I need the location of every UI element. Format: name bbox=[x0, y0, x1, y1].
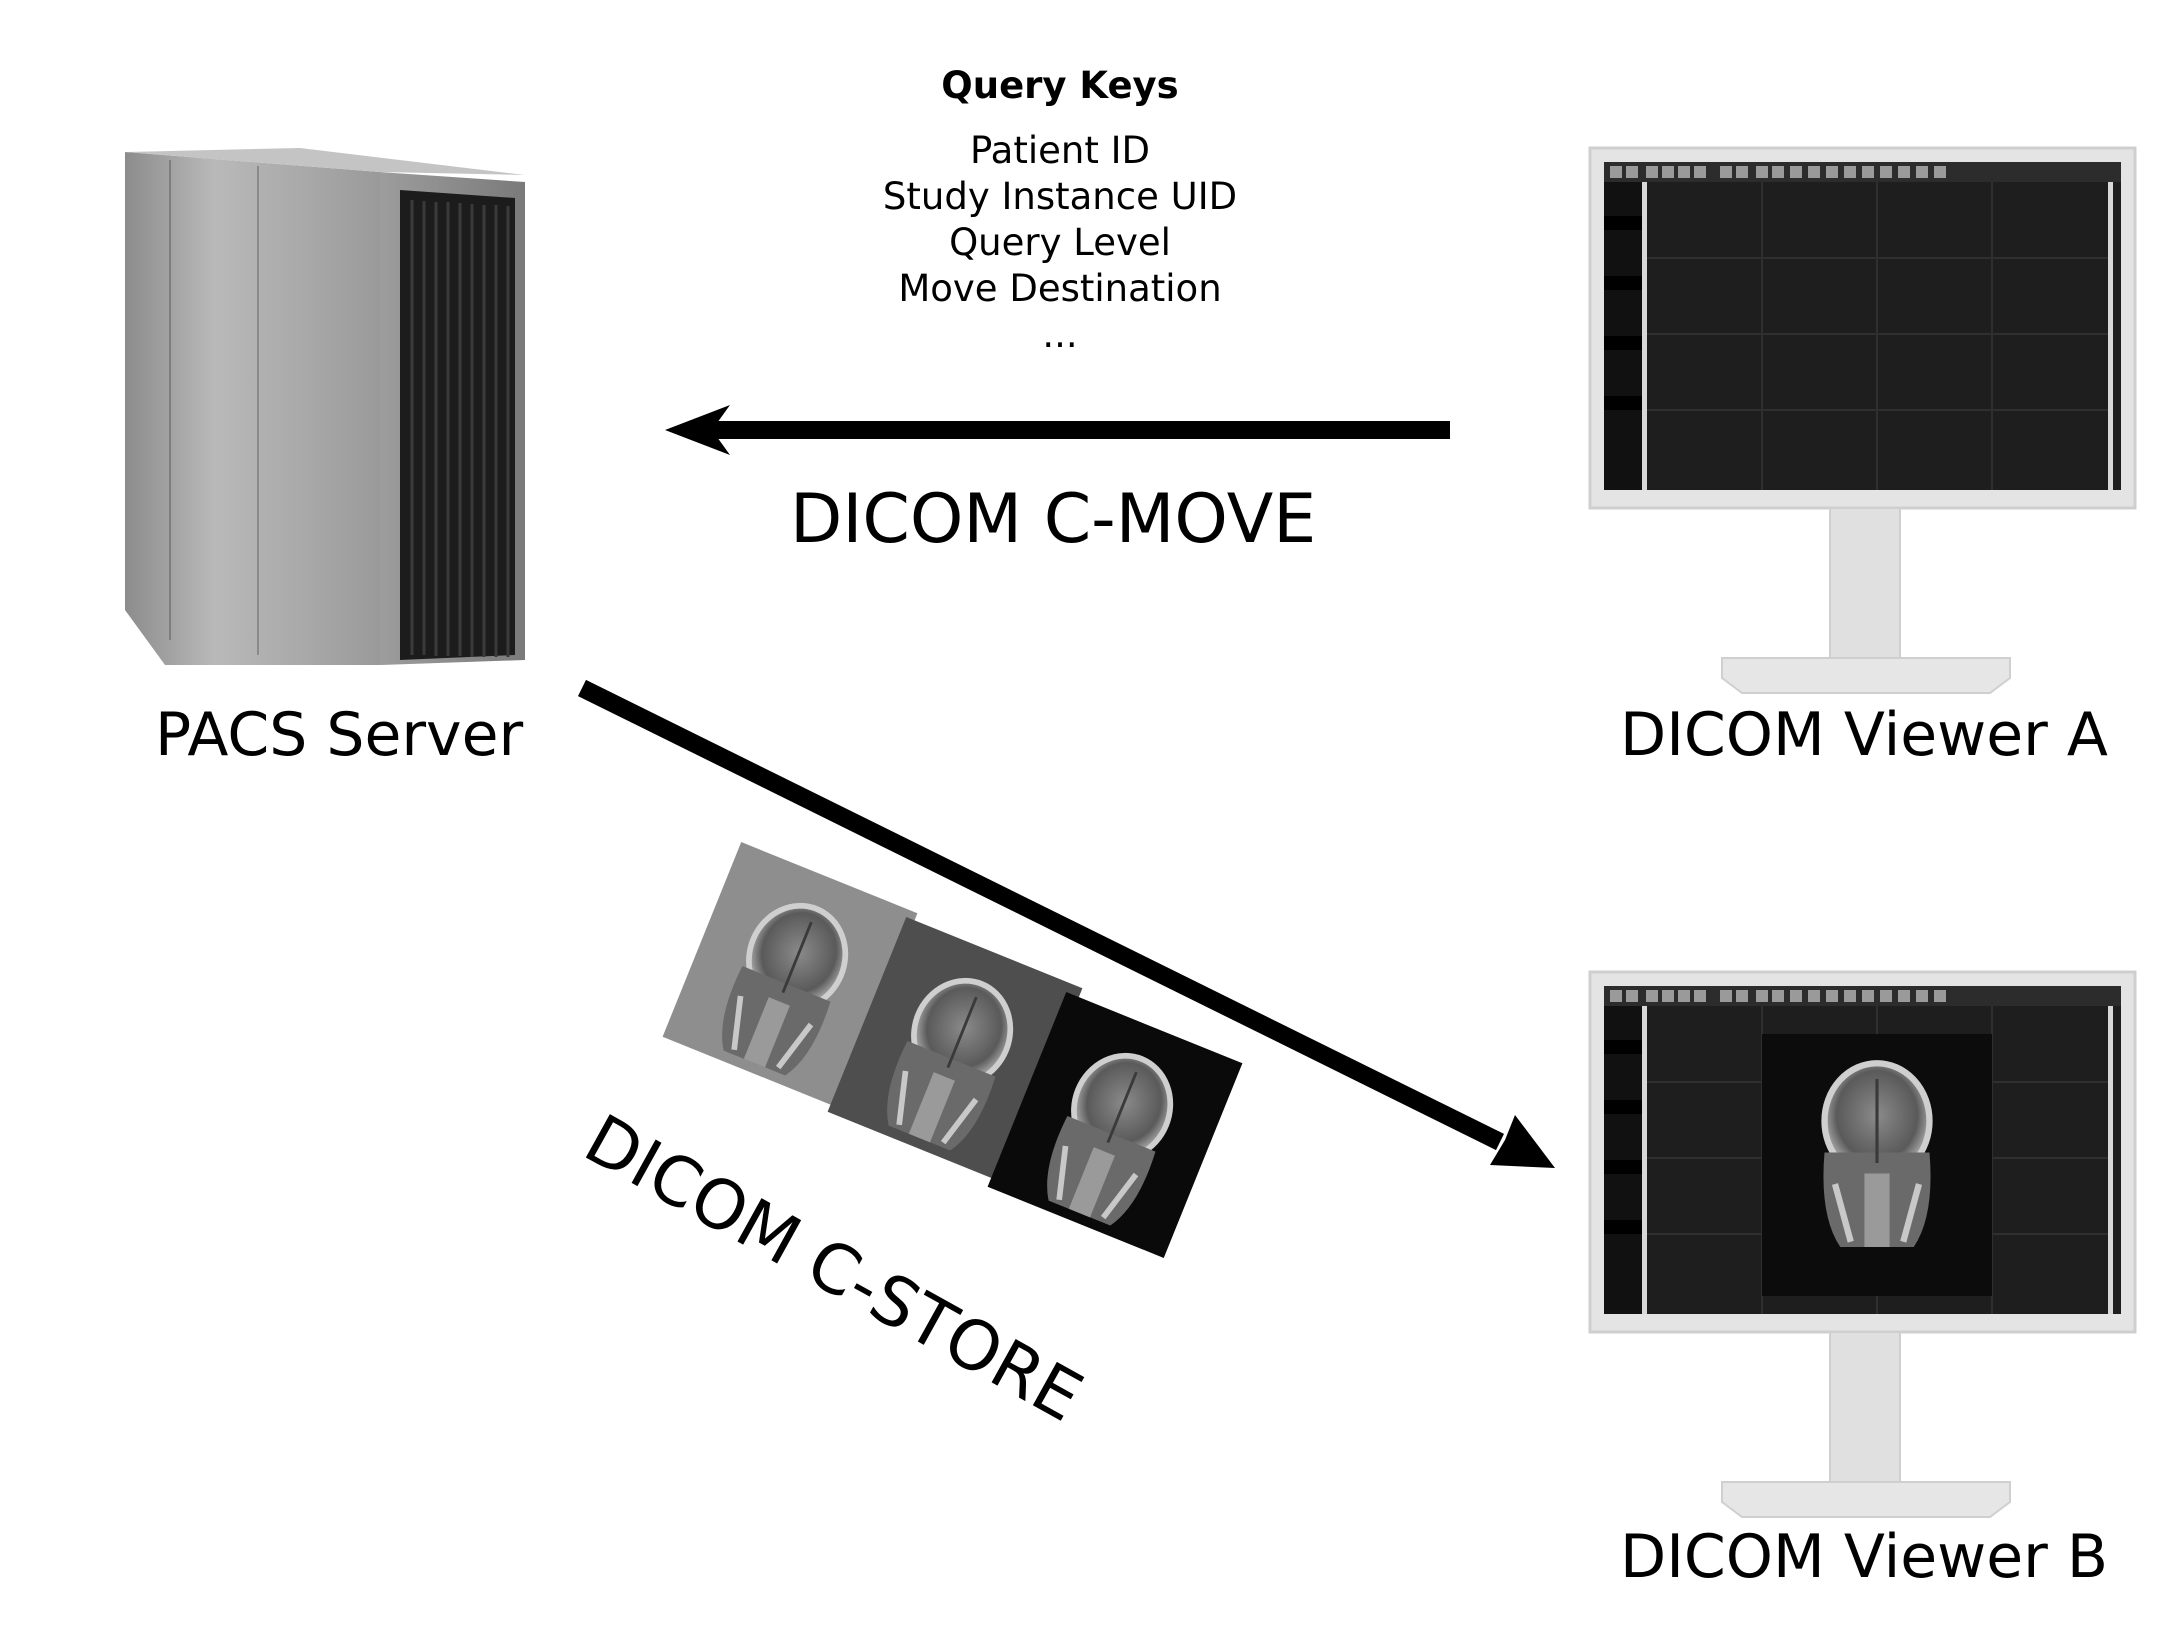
viewer-b-label: DICOM Viewer B bbox=[1620, 1522, 2109, 1592]
mri-scan-icon bbox=[987, 992, 1243, 1258]
query-key-item: Move Destination bbox=[898, 267, 1222, 310]
query-key-item: Study Instance UID bbox=[882, 175, 1238, 218]
c-store-arrow bbox=[578, 679, 1555, 1168]
query-key-item: ... bbox=[1042, 313, 1078, 356]
c-move-label: DICOM C-MOVE bbox=[790, 480, 1317, 559]
pacs-server-label: PACS Server bbox=[155, 700, 524, 770]
query-keys-list: Patient ID Study Instance UID Query Leve… bbox=[800, 128, 1320, 358]
monitor-icon bbox=[1588, 146, 2137, 695]
monitor-icon bbox=[1588, 970, 2137, 1519]
query-key-item: Query Level bbox=[949, 221, 1171, 264]
server-tower-icon bbox=[125, 148, 525, 665]
query-keys-title: Query Keys bbox=[941, 64, 1179, 107]
mri-scan-icon bbox=[662, 842, 918, 1108]
query-key-item: Patient ID bbox=[970, 129, 1150, 172]
viewer-a-label: DICOM Viewer A bbox=[1620, 700, 2108, 770]
c-move-arrow bbox=[665, 405, 1450, 455]
